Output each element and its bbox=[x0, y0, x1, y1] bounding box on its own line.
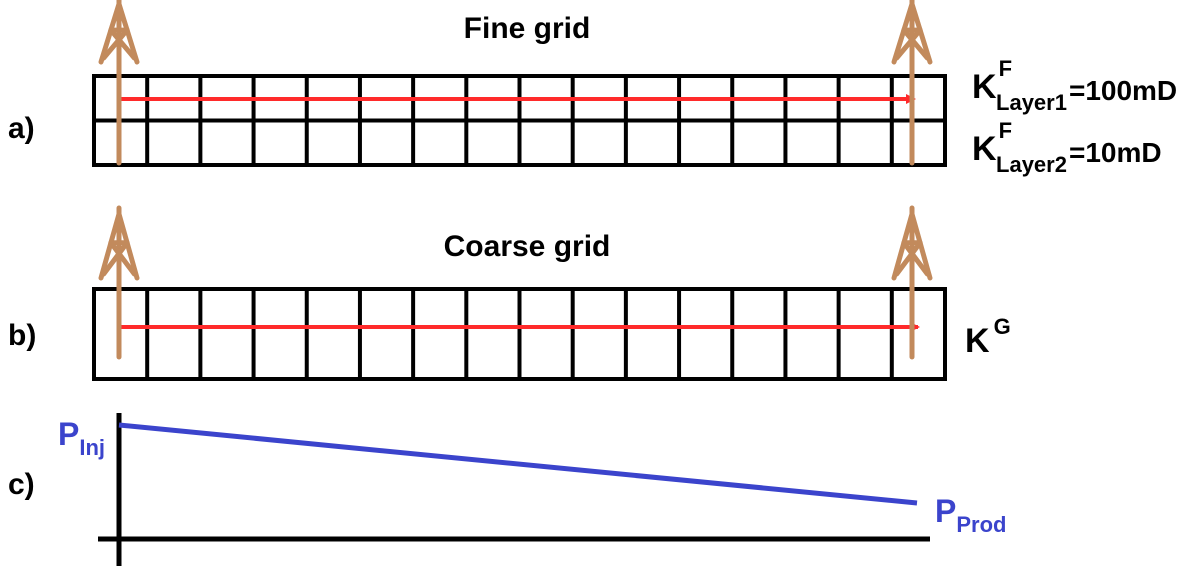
panel-b-label: b) bbox=[8, 319, 36, 352]
panel-a-label: a) bbox=[8, 112, 35, 145]
k-coarse-superscript: G bbox=[994, 314, 1011, 339]
panel-c-label: c) bbox=[8, 468, 35, 501]
p-prod-symbol: P bbox=[935, 493, 956, 529]
k-layer2-symbol: K bbox=[972, 130, 997, 168]
coarse-grid-title: Coarse grid bbox=[444, 230, 611, 263]
injector-well-icon bbox=[98, 205, 140, 360]
derrick-leg bbox=[891, 1, 915, 65]
derrick-leg bbox=[891, 211, 915, 281]
fine-grid-title: Fine grid bbox=[464, 12, 591, 45]
injector-well-icon bbox=[98, 0, 140, 166]
k-layer1-symbol: K bbox=[972, 68, 997, 106]
k-coarse-symbol: K bbox=[965, 322, 990, 360]
derrick-brace bbox=[101, 240, 130, 277]
fine-grid bbox=[92, 74, 947, 167]
derrick-leg bbox=[116, 1, 140, 65]
panel-c: c) PInj PProd bbox=[8, 413, 1006, 566]
derrick-brace bbox=[901, 27, 930, 61]
derrick-brace bbox=[108, 27, 137, 61]
p-prod-label: PProd bbox=[935, 493, 1006, 537]
p-inj-symbol: P bbox=[58, 416, 79, 452]
derrick-brace bbox=[894, 240, 923, 277]
producer-well-icon bbox=[891, 0, 933, 166]
derrick-leg bbox=[98, 1, 122, 65]
p-inj-subscript: Inj bbox=[79, 435, 105, 460]
derrick-leg bbox=[98, 211, 122, 281]
derrick-brace bbox=[901, 240, 930, 277]
coarse-grid bbox=[92, 287, 947, 381]
derrick-leg bbox=[116, 211, 140, 281]
p-prod-subscript: Prod bbox=[956, 512, 1006, 537]
k-layer2-label: KF Layer2=10mD bbox=[972, 118, 1162, 177]
derrick-brace bbox=[108, 240, 137, 277]
k-layer1-value: =100mD bbox=[1069, 75, 1177, 106]
derrick-brace bbox=[101, 27, 130, 61]
p-inj-label: PInj bbox=[58, 416, 105, 460]
derrick-leg bbox=[909, 211, 933, 281]
k-layer1-label: KF Layer1=100mD bbox=[972, 56, 1177, 115]
derrick-brace bbox=[894, 27, 923, 61]
producer-well-icon bbox=[891, 205, 933, 360]
k-layer2-value: =10mD bbox=[1069, 137, 1162, 168]
k-layer1-subscript: Layer1 bbox=[996, 90, 1067, 115]
k-layer2-superscript: F bbox=[999, 118, 1012, 143]
k-layer1-superscript: F bbox=[999, 56, 1012, 81]
derrick-leg bbox=[909, 1, 933, 65]
k-layer2-subscript: Layer2 bbox=[996, 152, 1067, 177]
pressure-profile-line bbox=[118, 422, 918, 506]
